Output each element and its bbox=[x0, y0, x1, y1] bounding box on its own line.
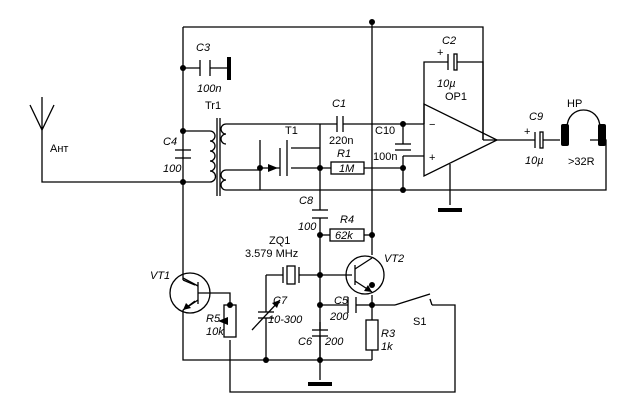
c4-name: C4 bbox=[163, 136, 177, 148]
antenna-label: Ант bbox=[50, 143, 68, 155]
c2-capacitor-icon bbox=[447, 53, 458, 71]
r3-name: R3 bbox=[381, 328, 396, 340]
r3-resistor-icon bbox=[365, 319, 379, 351]
c4-value: 100 bbox=[163, 163, 182, 175]
tr1-transformer-icon bbox=[209, 118, 227, 196]
s1-switch-icon bbox=[394, 293, 433, 306]
c8-capacitor-icon bbox=[312, 209, 328, 219]
c8-value: 100 bbox=[298, 221, 317, 233]
c8-name: C8 bbox=[299, 195, 314, 207]
c6-name: C6 bbox=[298, 336, 313, 348]
antenna-icon bbox=[29, 97, 55, 132]
c3-name: C3 bbox=[196, 42, 211, 54]
c5-capacitor-icon bbox=[347, 297, 357, 313]
c2-name: C2 bbox=[442, 35, 456, 47]
zq1-frequency: 3.579 MHz bbox=[245, 248, 298, 260]
r5-name: R5 bbox=[206, 313, 221, 325]
vt2-transistor-icon bbox=[345, 255, 385, 295]
r3-value: 1k bbox=[381, 341, 393, 353]
r4-resistor-icon bbox=[329, 228, 365, 242]
op1-plus-label: + bbox=[429, 152, 435, 164]
r5-value: 10k bbox=[206, 326, 224, 338]
c5-value: 200 bbox=[329, 311, 349, 323]
c2-plus: + bbox=[437, 47, 443, 59]
r1-value: 1M bbox=[339, 163, 355, 175]
zq1-label: ZQ1 bbox=[269, 235, 290, 247]
s1-label: S1 bbox=[413, 316, 426, 328]
c7-name: C7 bbox=[273, 295, 288, 307]
c6-capacitor-icon bbox=[312, 329, 328, 337]
op1-opamp-icon bbox=[423, 102, 499, 178]
c10-value: 100n bbox=[373, 151, 397, 163]
c1-name: C1 bbox=[332, 98, 346, 110]
c9-value: 10µ bbox=[525, 155, 544, 167]
c10-capacitor-icon bbox=[395, 143, 411, 151]
c3-capacitor-icon bbox=[199, 60, 211, 76]
c9-capacitor-icon bbox=[534, 131, 544, 149]
c2-value: 10µ bbox=[437, 78, 456, 90]
zq1-crystal-icon bbox=[282, 265, 301, 285]
c3-value: 100n bbox=[197, 83, 221, 95]
headphones-icon bbox=[561, 109, 606, 146]
c7-value: 10-300 bbox=[268, 314, 303, 326]
tr1-label: Tr1 bbox=[205, 100, 221, 112]
op1-label: OP1 bbox=[445, 91, 467, 103]
vt2-label: VT2 bbox=[384, 253, 404, 265]
c10-name: C10 bbox=[375, 125, 395, 137]
c4-capacitor-icon bbox=[175, 149, 191, 159]
r4-value: 62k bbox=[335, 230, 353, 242]
c6-value: 200 bbox=[324, 336, 344, 348]
t1-transistor-icon bbox=[268, 140, 288, 176]
junction-dots bbox=[180, 19, 406, 363]
c1-value: 220n bbox=[329, 135, 353, 147]
c7-variable-capacitor-icon bbox=[251, 299, 281, 331]
r5-potentiometer-icon bbox=[218, 304, 237, 338]
r1-name: R1 bbox=[337, 148, 351, 160]
t1-label: T1 bbox=[285, 125, 298, 137]
c5-name: C5 bbox=[334, 295, 349, 307]
hp-impedance: >32R bbox=[568, 156, 595, 168]
vt1-transistor-icon bbox=[169, 272, 215, 314]
r1-resistor-icon bbox=[330, 161, 365, 175]
c1-capacitor-icon bbox=[336, 116, 344, 132]
vt1-label: VT1 bbox=[150, 270, 170, 282]
ground-symbols bbox=[227, 57, 462, 386]
op1-minus-label: − bbox=[429, 119, 435, 131]
r4-name: R4 bbox=[340, 214, 354, 226]
c9-plus: + bbox=[524, 126, 530, 138]
hp-label: HP bbox=[567, 98, 582, 110]
c9-name: C9 bbox=[529, 111, 543, 123]
